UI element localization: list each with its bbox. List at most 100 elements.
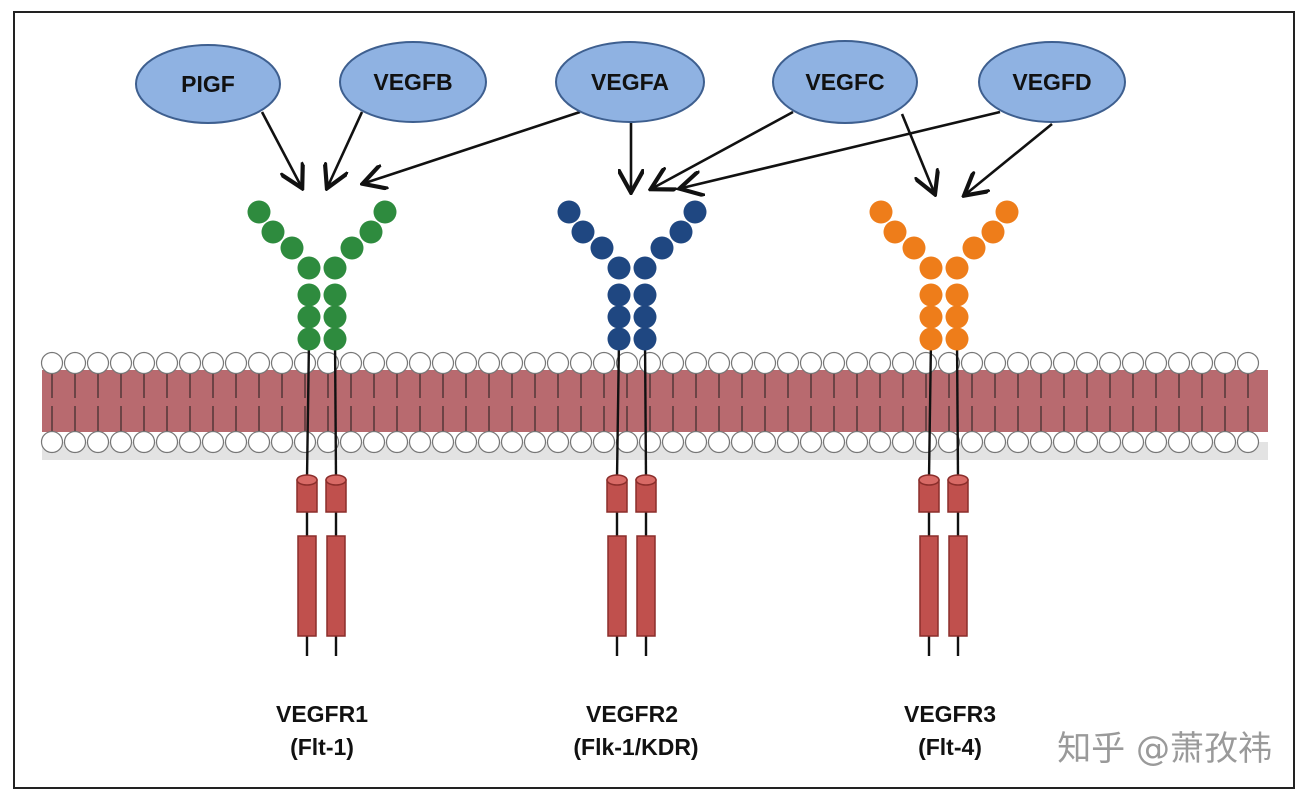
cell-membrane — [40, 351, 1268, 460]
lipid-head — [845, 351, 869, 375]
ligand-vegfa: VEGFA — [555, 41, 705, 123]
lipid-head — [224, 430, 248, 454]
kinase-domain — [326, 535, 346, 637]
ligand-vegfc: VEGFC — [772, 40, 918, 124]
lipid-head — [1006, 351, 1030, 375]
receptor-vegfr2 — [557, 200, 707, 656]
lipid-head — [1167, 351, 1191, 375]
lipid-head — [86, 430, 110, 454]
transmembrane-line — [643, 339, 648, 479]
ig-domain — [323, 327, 347, 351]
ig-domain — [607, 305, 631, 329]
ig-domain — [669, 220, 693, 244]
lipid-head — [569, 430, 593, 454]
lipid-head — [270, 351, 294, 375]
ig-domain — [557, 200, 581, 224]
lipid-head — [960, 351, 984, 375]
lipid-head — [707, 430, 731, 454]
transmembrane-line — [333, 339, 338, 479]
transmembrane-line — [305, 339, 311, 479]
ig-domain — [323, 283, 347, 307]
transmembrane-line — [927, 339, 933, 479]
lipid-head — [684, 430, 708, 454]
lipid-head — [201, 351, 225, 375]
lipid-head — [1213, 430, 1237, 454]
receptor-alias-vegfr1: (Flt-1) — [290, 734, 354, 760]
lipid-head — [1236, 351, 1260, 375]
lipid-head — [454, 351, 478, 375]
ig-domain — [919, 283, 943, 307]
lipid-head — [270, 430, 294, 454]
ig-domain — [261, 220, 285, 244]
lipid-head — [707, 351, 731, 375]
ig-domain — [280, 236, 304, 260]
lipid-head — [63, 351, 87, 375]
ig-domain — [945, 283, 969, 307]
lipid-head — [431, 351, 455, 375]
lipid-head — [914, 351, 938, 375]
ig-domain — [945, 256, 969, 280]
lipid-head — [339, 351, 363, 375]
lipid-head — [224, 351, 248, 375]
lipid-head — [385, 351, 409, 375]
ig-domain — [297, 305, 321, 329]
receptors — [247, 200, 1019, 656]
kinase-domain — [607, 535, 627, 637]
ig-domain — [590, 236, 614, 260]
lipid-head — [477, 351, 501, 375]
ig-domain — [247, 200, 271, 224]
kinase-domain — [297, 535, 317, 637]
lipid-head — [155, 351, 179, 375]
receptor-label-vegfr1: VEGFR1 — [276, 701, 368, 727]
binding-arrow — [966, 122, 1053, 194]
lipid-head — [86, 351, 110, 375]
lipid-head — [661, 351, 685, 375]
lipid-head — [1029, 351, 1053, 375]
ig-domain — [633, 305, 657, 329]
lipid-head — [500, 430, 524, 454]
lipid-head — [638, 430, 662, 454]
juxtamembrane-cap — [325, 474, 347, 486]
lipid-head — [40, 430, 64, 454]
lipid-head — [1236, 430, 1260, 454]
binding-arrow — [682, 110, 1001, 188]
kinase-domain — [919, 535, 939, 637]
lipid-head — [891, 430, 915, 454]
kinase-domain — [948, 535, 968, 637]
lipid-head — [408, 430, 432, 454]
ig-domain — [883, 220, 907, 244]
lipid-head — [362, 351, 386, 375]
lipid-head — [1121, 430, 1145, 454]
binding-arrow — [260, 111, 301, 186]
lipid-head — [523, 430, 547, 454]
binding-arrow — [900, 113, 934, 192]
lipid-head — [1006, 430, 1030, 454]
ig-domain — [359, 220, 383, 244]
lipid-head — [1029, 430, 1053, 454]
lipid-tails — [51, 372, 1249, 432]
receptor-labels: VEGFR1 (Flt-1) VEGFR2 (Flk-1/KDR) VEGFR3… — [276, 701, 996, 760]
lipid-head — [891, 351, 915, 375]
binding-arrow — [365, 110, 581, 183]
lipid-head — [523, 351, 547, 375]
binding-arrows — [260, 110, 1053, 194]
lipid-head — [638, 351, 662, 375]
lipid-head — [1190, 430, 1214, 454]
ig-domain — [633, 283, 657, 307]
lipid-head — [914, 430, 938, 454]
lipid-head — [799, 430, 823, 454]
lipid-head — [684, 351, 708, 375]
lipid-head — [730, 430, 754, 454]
lipid-head — [293, 430, 317, 454]
lipid-head — [776, 351, 800, 375]
lipid-head — [408, 351, 432, 375]
lipid-head — [339, 430, 363, 454]
lipid-head — [546, 430, 570, 454]
membrane-band — [42, 370, 1268, 432]
ig-domain — [297, 283, 321, 307]
ig-domain — [650, 236, 674, 260]
lipid-head — [1144, 351, 1168, 375]
ligand-ellipse — [339, 41, 487, 123]
ig-domain — [633, 256, 657, 280]
